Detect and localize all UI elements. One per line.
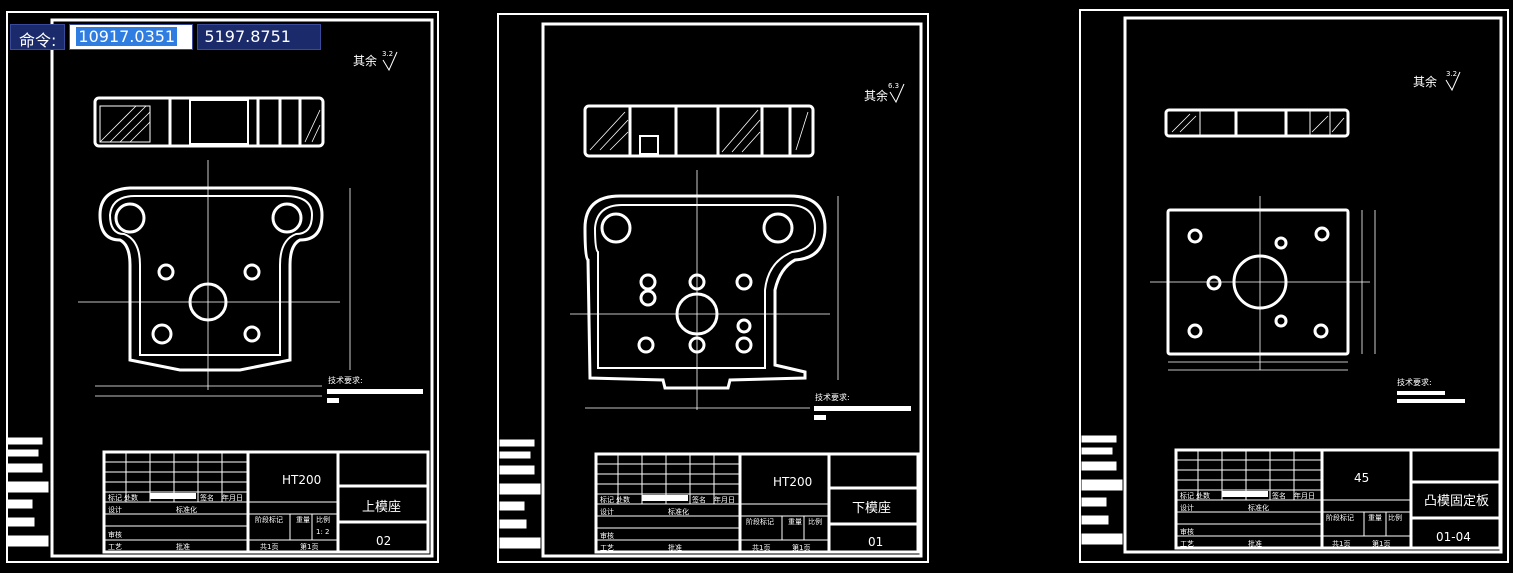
top-view-3 [1164,108,1350,138]
label-mark-2: 标记 [600,495,614,504]
label-std-1: 标准化 [176,505,197,514]
roughness-note-1: 其余 [353,53,377,68]
label-weight-2: 重量 [788,518,802,526]
label-review-1: 审核 [108,530,122,539]
part-name-2: 下模座 [852,501,891,516]
label-design-1: 设计 [108,505,122,514]
label-date-3: 年月日 [1294,491,1315,500]
label-approve-2: 批准 [668,543,682,552]
scale-1: 1: 2 [316,528,330,536]
roughness-value-3: 3.2 [1446,70,1457,78]
tech-req-3: 技术要求: [1397,377,1432,387]
label-page-2: 第1页 [792,543,810,552]
drawing-sheet-3: 其余 3.2 技术要求: [1079,9,1509,563]
drawing-sheet-1: 其余 3.2 技术要求: [6,11,439,563]
side-strip-2 [499,439,541,549]
roughness-note-3: 其余 [1413,74,1437,89]
command-bar: 命令: 10917.0351 5197.8751 [10,24,322,50]
material-3: 45 [1354,471,1369,485]
roughness-value-1: 3.2 [382,50,393,58]
title-block-1 [102,450,430,554]
label-mark-3: 标记 [1180,491,1194,500]
label-review-2: 审核 [600,531,614,540]
label-total-1: 共1页 [260,542,278,551]
drawing-no-2: 01 [868,535,883,549]
part-name-3: 凸模固定板 [1424,494,1489,509]
tech-req-2: 技术要求: [815,392,850,402]
material-2: HT200 [773,475,812,489]
command-label: 命令: [10,24,66,50]
top-view-1 [93,96,325,148]
label-mark-1: 标记 [108,493,122,502]
label-sign-2: 签名 [692,495,706,504]
label-std-3: 标准化 [1248,503,1269,512]
label-craft-2: 工艺 [600,544,614,552]
drawing-sheet-2: 其余 6.3 技术要求: [497,13,929,563]
side-strip-3 [1081,435,1123,545]
label-date-2: 年月日 [714,495,735,504]
label-design-2: 设计 [600,507,614,516]
label-std-2: 标准化 [668,507,689,516]
label-count-3: 处数 [1196,491,1210,500]
label-ratio-3: 比例 [1388,513,1402,522]
title-block-3 [1174,448,1502,550]
label-count-1: 处数 [124,493,138,502]
label-design-3: 设计 [1180,503,1194,512]
label-date-1: 年月日 [222,493,243,502]
label-total-3: 共1页 [1332,539,1350,548]
label-weight-3: 重量 [1368,514,1382,522]
label-approve-1: 批准 [176,542,190,551]
label-weight-1: 重量 [296,516,310,524]
front-view-1 [78,160,351,397]
x-coordinate-input[interactable]: 10917.0351 [69,24,194,50]
drawing-no-3: 01-04 [1436,530,1471,544]
label-total-2: 共1页 [752,543,770,552]
label-craft-3: 工艺 [1180,540,1194,548]
roughness-value-2: 6.3 [888,82,899,90]
drawing-no-1: 02 [376,534,391,548]
label-count-2: 处数 [616,495,630,504]
top-view-2 [583,104,815,158]
label-stage-1: 阶段标记 [255,515,283,524]
tech-req-1: 技术要求: [328,375,363,385]
label-stage-2: 阶段标记 [746,517,774,526]
label-page-3: 第1页 [1372,539,1390,548]
label-sign-1: 签名 [200,493,214,502]
label-craft-1: 工艺 [108,543,122,551]
label-review-3: 审核 [1180,527,1194,536]
material-1: HT200 [282,473,321,487]
front-view-2 [570,170,839,410]
roughness-note-2: 其余 [864,88,888,103]
part-name-1: 上模座 [362,500,401,515]
label-sign-3: 签名 [1272,491,1286,500]
title-block-2 [594,452,920,554]
label-ratio-1: 比例 [316,515,330,524]
label-approve-3: 批准 [1248,539,1262,548]
label-page-1: 第1页 [300,542,318,551]
label-ratio-2: 比例 [808,517,822,526]
side-strip-1 [7,437,49,547]
front-view-3 [1150,196,1376,371]
y-coordinate-input[interactable]: 5197.8751 [197,24,322,50]
label-stage-3: 阶段标记 [1326,513,1354,522]
